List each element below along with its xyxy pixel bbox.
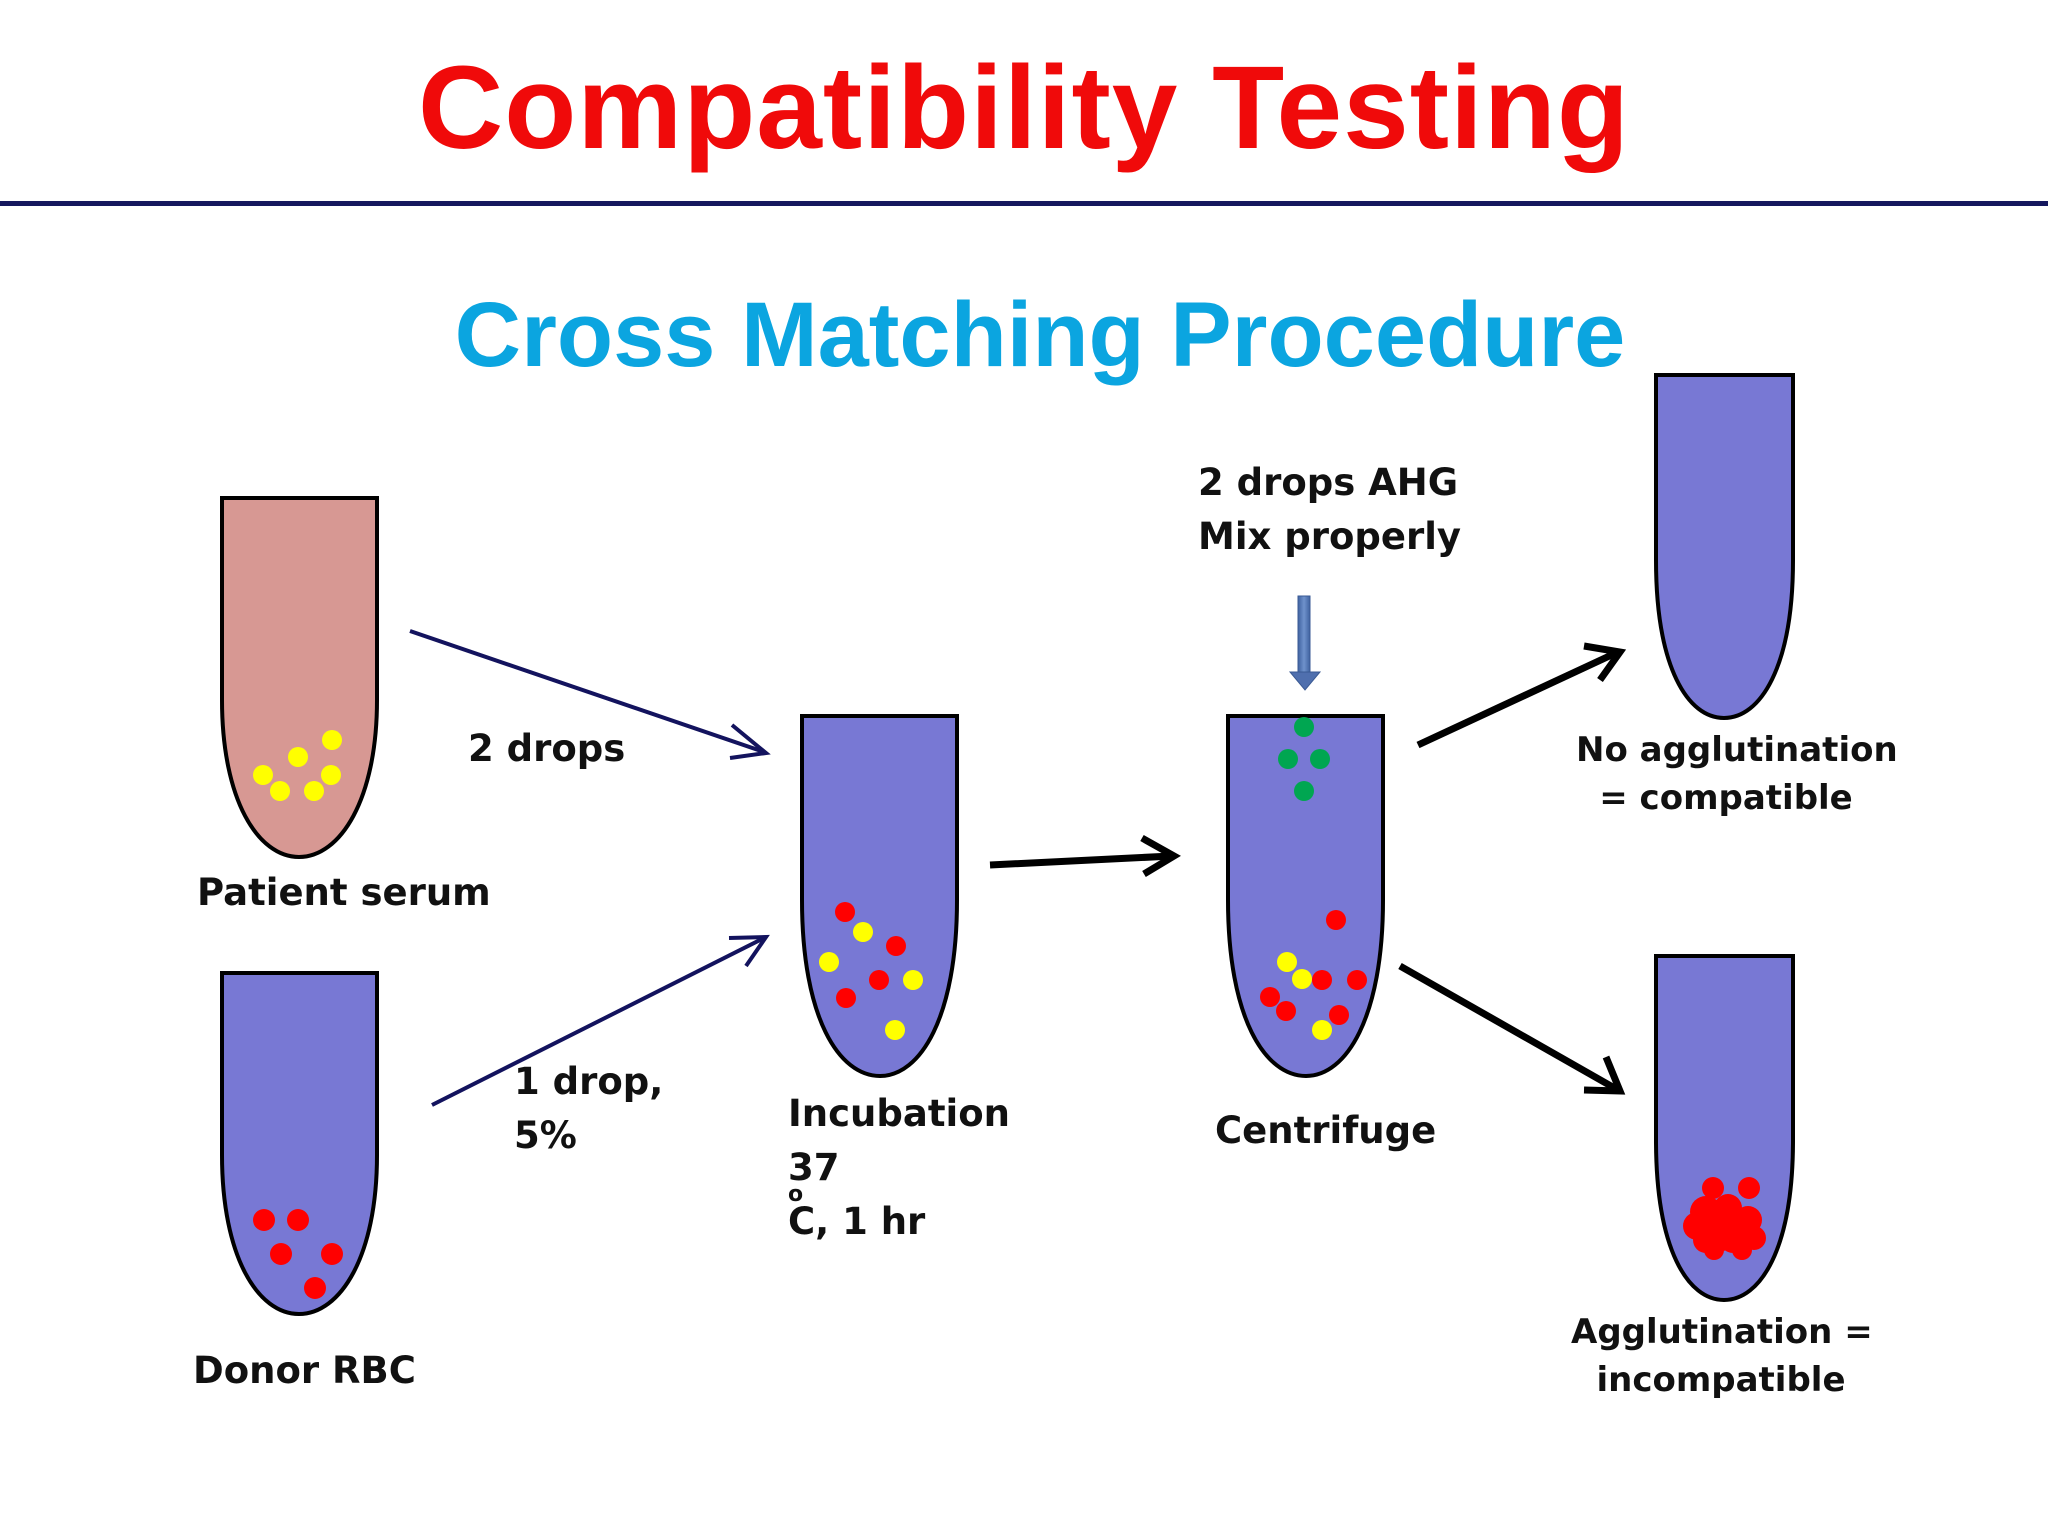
slide-subtitle: Cross Matching Procedure [454, 284, 1626, 386]
two-drops-arrow [409, 629, 771, 760]
incompatible-label: Agglutination = incompatible [1571, 1308, 1873, 1404]
ahg-line2: Mix properly [1198, 515, 1462, 558]
centrifuge-text: Centrifuge [1215, 1109, 1437, 1152]
one-drop-label: 1 drop, 5% [514, 1055, 663, 1163]
donor-rbc-tube [220, 971, 379, 1317]
title-divider [0, 201, 2048, 206]
agglutination-clump [1683, 1177, 1766, 1260]
patient-serum-tube [220, 496, 379, 860]
incompatible-line2: incompatible [1596, 1360, 1846, 1400]
to-centrifuge-arrow [989, 834, 1181, 878]
one-drop-line1: 1 drop, [514, 1060, 664, 1103]
patient-serum-label: Patient serum [197, 866, 491, 920]
centrifuge-tube [1226, 714, 1385, 1079]
centrifuge-label: Centrifuge [1215, 1104, 1436, 1158]
serum-particles [253, 730, 342, 801]
slide-title: Compatibility Testing [418, 42, 1630, 174]
ahg-label: 2 drops AHG Mix properly [1198, 456, 1461, 564]
incubation-line1: Incubation [788, 1092, 1010, 1135]
to-incompatible-arrow [1398, 962, 1626, 1095]
incompatible-result-tube [1654, 954, 1795, 1303]
ahg-down-arrow [1288, 595, 1322, 691]
incompatible-line1: Agglutination = [1571, 1312, 1873, 1352]
donor-rbc-text: Donor RBC [193, 1349, 416, 1392]
one-drop-arrow [431, 934, 770, 1107]
donor-rbc-label: Donor RBC [193, 1344, 416, 1398]
ahg-particles [1278, 717, 1330, 801]
one-drop-line2: 5% [514, 1114, 577, 1157]
ahg-line1: 2 drops AHG [1198, 461, 1459, 504]
incubation-time: C, 1 hr [788, 1200, 926, 1243]
incubation-temp: 37 [788, 1146, 840, 1189]
two-drops-text: 2 drops [468, 727, 626, 770]
two-drops-label: 2 drops [468, 722, 625, 776]
to-compatible-arrow [1416, 642, 1627, 749]
compatible-label: No agglutination = compatible [1576, 726, 1898, 822]
compatible-result-tube [1654, 373, 1795, 721]
rbc-particles [253, 1209, 343, 1299]
compatible-line2: = compatible [1599, 778, 1853, 818]
patient-serum-text: Patient serum [197, 871, 491, 914]
incubation-tube [800, 714, 959, 1079]
compatible-line1: No agglutination [1576, 730, 1898, 770]
